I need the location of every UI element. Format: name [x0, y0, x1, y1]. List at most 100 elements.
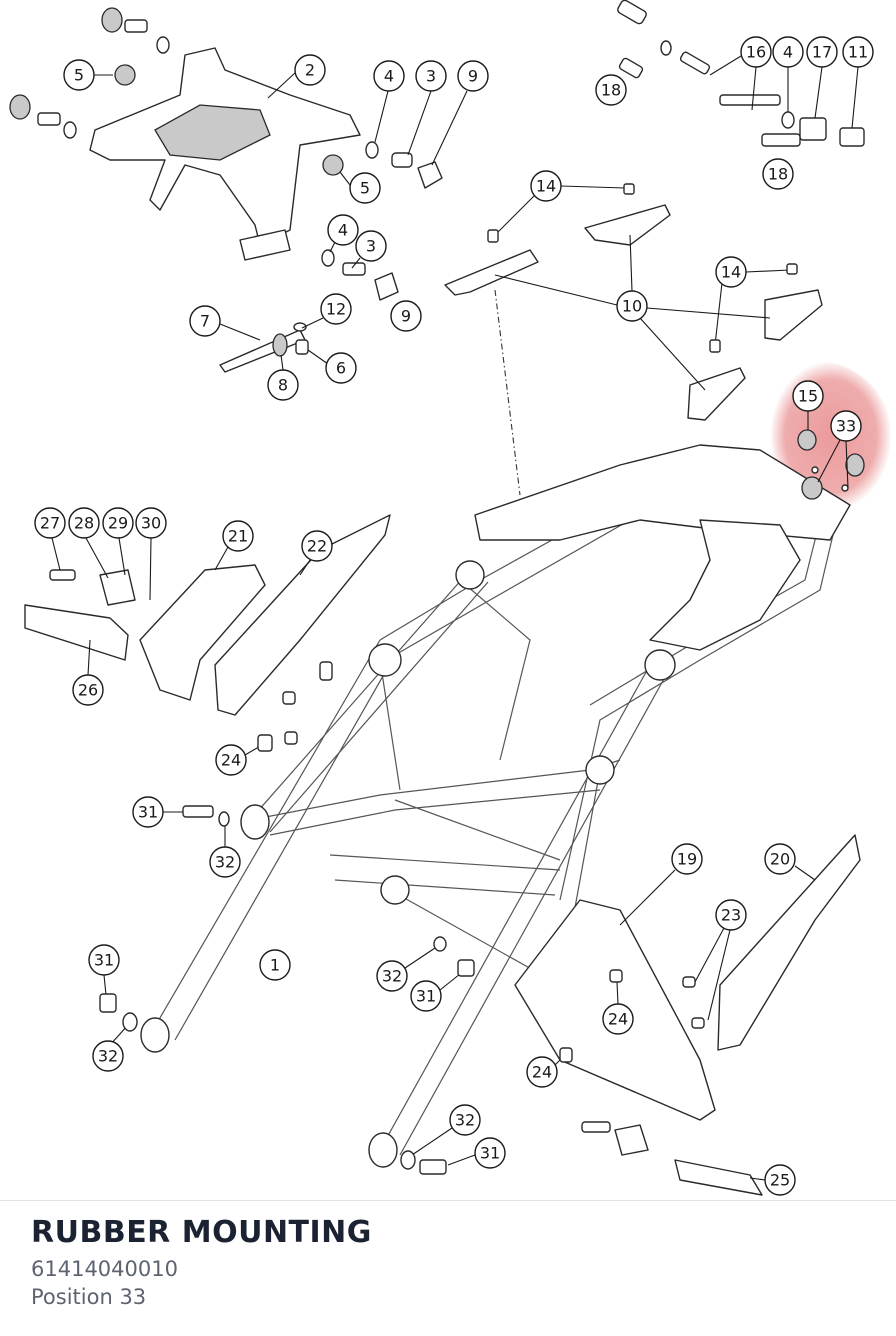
exploded-parts-diagram: 1 2 3 3 4 4 4 5 5 6 7 8 9 9 10 11 12 14 … [9, 0, 892, 1196]
svg-text:14: 14 [721, 263, 741, 282]
svg-text:31: 31 [416, 987, 436, 1006]
callout-1: 1 [259, 949, 291, 981]
callout-24: 24 [526, 1054, 566, 1088]
svg-text:31: 31 [138, 803, 158, 822]
svg-text:32: 32 [455, 1111, 475, 1130]
svg-text:2: 2 [305, 61, 315, 80]
callout-32: 32 [411, 1104, 481, 1156]
callout-12: 12 [301, 293, 352, 329]
callout-9: 9 [390, 300, 422, 332]
callout-21: 21 [214, 520, 254, 571]
callout-31: 31 [447, 1137, 506, 1169]
callout-8: 8 [267, 354, 299, 401]
left-footrest-assembly [24, 514, 391, 716]
svg-text:21: 21 [228, 527, 248, 546]
svg-text:18: 18 [601, 81, 621, 100]
callout-14: 14 [714, 256, 791, 346]
callout-20: 20 [764, 843, 816, 881]
cover-plates [444, 204, 823, 496]
svg-text:10: 10 [622, 297, 642, 316]
callout-29: 29 [102, 507, 134, 576]
callout-5: 5 [339, 171, 381, 204]
callout-10: 10 [494, 234, 771, 391]
callout-23: 23 [694, 899, 747, 1021]
upper-bracket [89, 47, 361, 261]
svg-text:12: 12 [326, 300, 346, 319]
svg-text:26: 26 [78, 681, 98, 700]
svg-text:9: 9 [468, 67, 478, 86]
callout-9: 9 [431, 60, 489, 166]
svg-text:16: 16 [746, 43, 766, 62]
svg-text:14: 14 [536, 177, 556, 196]
callout-16: 16 [709, 36, 772, 111]
callout-25: 25 [749, 1164, 796, 1196]
callout-3: 3 [351, 230, 387, 269]
svg-text:9: 9 [401, 307, 411, 326]
svg-text:11: 11 [848, 43, 868, 62]
callout-32: 32 [209, 825, 241, 878]
callout-24: 24 [602, 981, 634, 1035]
callout-32: 32 [92, 1024, 129, 1072]
svg-text:31: 31 [480, 1144, 500, 1163]
svg-text:5: 5 [360, 179, 370, 198]
svg-text:6: 6 [336, 359, 346, 378]
small-hardware [9, 0, 865, 500]
callout-6: 6 [307, 349, 357, 384]
subframe [140, 444, 851, 1168]
callout-14: 14 [494, 170, 626, 236]
callout-28: 28 [68, 507, 109, 579]
callout-18: 18 [595, 74, 627, 106]
svg-text:4: 4 [338, 221, 348, 240]
svg-text:1: 1 [270, 956, 280, 975]
svg-text:15: 15 [798, 387, 818, 406]
svg-text:31: 31 [94, 951, 114, 970]
svg-text:24: 24 [221, 751, 241, 770]
svg-text:17: 17 [812, 43, 832, 62]
svg-text:24: 24 [608, 1010, 628, 1029]
svg-text:18: 18 [768, 165, 788, 184]
svg-text:28: 28 [74, 514, 94, 533]
callout-4: 4 [772, 36, 804, 112]
fastener-glyphs [99, 183, 798, 1175]
callout-4: 4 [373, 60, 405, 143]
svg-text:3: 3 [366, 237, 376, 256]
part-number: 61414040010 [31, 1257, 178, 1281]
callout-18: 18 [762, 158, 794, 190]
svg-text:4: 4 [384, 67, 394, 86]
svg-text:32: 32 [98, 1047, 118, 1066]
svg-text:8: 8 [278, 376, 288, 395]
svg-text:7: 7 [200, 312, 210, 331]
callout-24: 24 [215, 744, 263, 776]
callout-3: 3 [407, 60, 447, 156]
svg-text:19: 19 [677, 850, 697, 869]
svg-text:29: 29 [108, 514, 128, 533]
svg-text:32: 32 [215, 853, 235, 872]
svg-text:30: 30 [141, 514, 161, 533]
svg-text:25: 25 [770, 1171, 790, 1190]
svg-text:23: 23 [721, 906, 741, 925]
part-info-panel: RUBBER MOUNTING 61414040010 Position 33 [0, 1200, 896, 1336]
callout-4: 4 [327, 214, 359, 253]
callout-15: 15 [792, 380, 824, 430]
callout-17: 17 [806, 36, 838, 119]
callout-7: 7 [189, 305, 261, 341]
svg-text:24: 24 [532, 1063, 552, 1082]
callout-11: 11 [842, 36, 874, 129]
callout-19: 19 [619, 843, 703, 926]
callout-31: 31 [132, 796, 185, 828]
callout-2: 2 [267, 54, 326, 99]
part-position: Position 33 [31, 1285, 147, 1309]
callout-30: 30 [135, 507, 167, 601]
svg-text:22: 22 [307, 537, 327, 556]
svg-text:20: 20 [770, 850, 790, 869]
part-title: RUBBER MOUNTING [31, 1215, 372, 1250]
callout-27: 27 [34, 507, 66, 571]
svg-text:4: 4 [783, 43, 793, 62]
svg-text:32: 32 [382, 967, 402, 986]
callout-labels: 1 2 3 3 4 4 4 5 5 6 7 8 9 9 10 11 12 14 … [34, 36, 874, 1196]
svg-text:5: 5 [74, 66, 84, 85]
callout-26: 26 [72, 639, 104, 706]
callout-33: 33 [817, 410, 862, 489]
right-footrest-assembly [514, 834, 861, 1196]
callout-31: 31 [410, 969, 466, 1012]
